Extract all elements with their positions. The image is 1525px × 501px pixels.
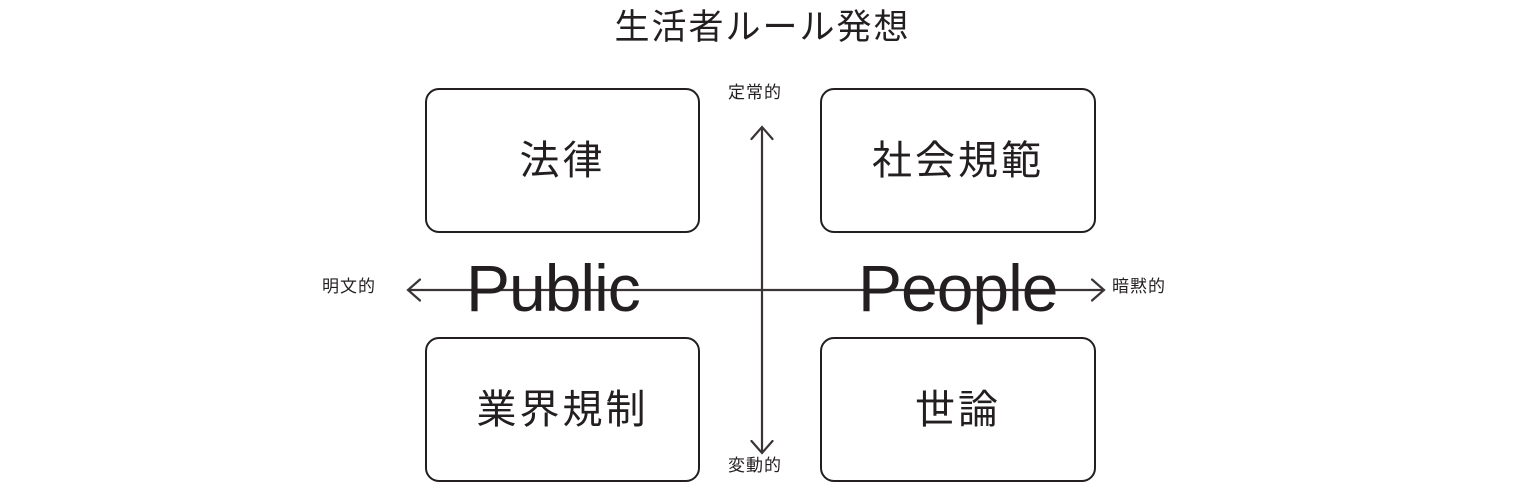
axis-label-top: 定常的 bbox=[728, 83, 782, 102]
axis-word-public: Public bbox=[466, 251, 641, 325]
axis-arrow-left-icon bbox=[406, 278, 422, 302]
quadrant-box-top-right[interactable]: 社会規範 bbox=[820, 88, 1096, 233]
axis-word-people: People bbox=[858, 251, 1059, 325]
quadrant-box-top-left[interactable]: 法律 bbox=[425, 88, 700, 233]
axis-label-left: 明文的 bbox=[322, 277, 376, 296]
axis-label-bottom: 変動的 bbox=[728, 456, 782, 475]
quadrant-label-top-right: 社会規範 bbox=[872, 138, 1044, 183]
axis-arrow-right-icon bbox=[1090, 278, 1106, 302]
quadrant-label-top-left: 法律 bbox=[519, 138, 606, 183]
quadrant-label-bottom-left: 業界規制 bbox=[476, 387, 649, 432]
quadrant-box-bottom-right[interactable]: 世論 bbox=[820, 337, 1096, 482]
axis-arrow-up-icon bbox=[750, 125, 774, 141]
quadrant-label-bottom-right: 世論 bbox=[915, 387, 1001, 432]
quadrant-box-bottom-left[interactable]: 業界規制 bbox=[425, 337, 700, 482]
axis-label-right: 暗黙的 bbox=[1112, 277, 1166, 296]
page-title: 生活者ルール発想 bbox=[614, 8, 911, 47]
axis-arrow-down-icon bbox=[750, 439, 774, 455]
